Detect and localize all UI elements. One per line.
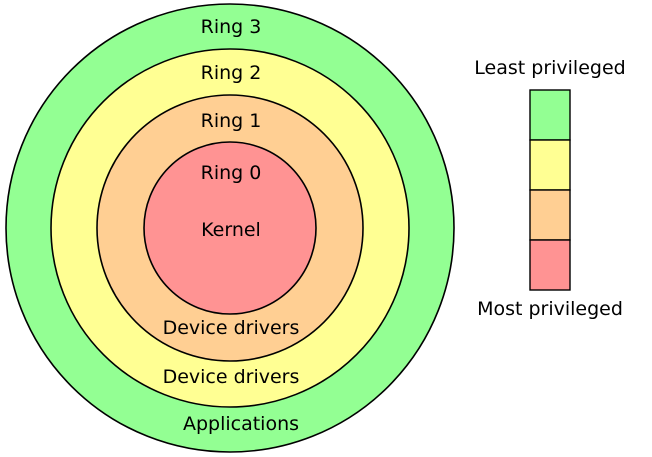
legend-top-label: Least privileged xyxy=(474,57,625,79)
legend-swatch-ring-0 xyxy=(529,239,571,291)
legend-swatch-ring-3 xyxy=(529,89,571,141)
ring-2-label: Ring 2 xyxy=(201,62,262,84)
ring-3-role-label: Applications xyxy=(183,413,299,435)
ring-0-role-label: Kernel xyxy=(201,219,261,241)
ring-0-circle xyxy=(143,141,317,315)
legend-swatch-ring-2 xyxy=(529,139,571,191)
legend-bottom-label: Most privileged xyxy=(477,298,623,320)
ring-1-label: Ring 1 xyxy=(201,110,262,132)
ring-1-role-label: Device drivers xyxy=(163,317,300,339)
ring-2-role-label: Device drivers xyxy=(163,366,300,388)
ring-3-label: Ring 3 xyxy=(201,16,262,38)
privilege-legend-bar xyxy=(529,89,571,291)
legend-swatch-ring-1 xyxy=(529,189,571,241)
ring-0-label: Ring 0 xyxy=(201,162,262,184)
